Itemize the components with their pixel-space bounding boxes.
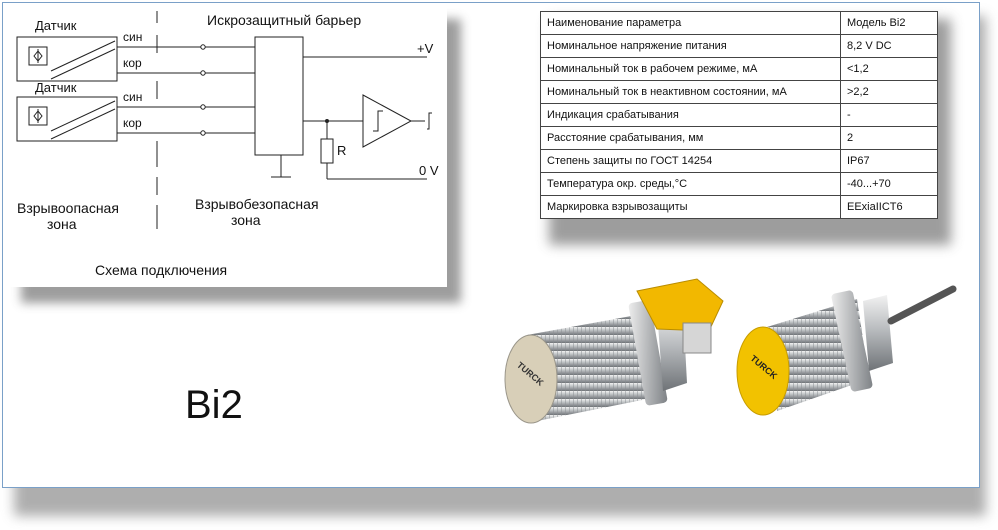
barrier-label: Искрозащитный барьер <box>207 12 361 28</box>
sensor1-label: Датчик <box>35 18 77 33</box>
param-value: >2,2 <box>840 80 938 104</box>
param-name: Номинальный ток в рабочем режиме, мА <box>540 57 841 81</box>
sensor1-wire-a: син <box>123 30 142 44</box>
slide: Датчик Датчик син кор син кор <box>2 2 980 488</box>
param-value: 8,2 V DC <box>840 34 938 58</box>
sensor1-symbol <box>33 49 43 63</box>
sensor2-icon <box>28 106 48 126</box>
left-sensor-face <box>504 334 558 424</box>
sensor2-label: Датчик <box>35 80 77 95</box>
connector-plug <box>682 322 712 354</box>
hazard-zone-line2: зона <box>47 216 77 232</box>
param-name: Расстояние срабатывания, мм <box>540 126 841 150</box>
sensor2-box <box>16 96 118 142</box>
right-sensor-face <box>736 326 790 416</box>
table-row: Номинальный ток в неактивном состоянии, … <box>540 80 938 104</box>
sensor2-wire-b: кор <box>123 116 142 130</box>
hazard-zone-line1: Взрывоопасная <box>17 200 119 216</box>
sensor1-box <box>16 36 118 82</box>
right-sensor-cable <box>887 285 957 325</box>
v-plus-label: +V <box>417 41 434 56</box>
right-sensor-nut <box>831 290 873 392</box>
sensor2-symbol <box>33 109 43 123</box>
param-value: <1,2 <box>840 57 938 81</box>
sensor1-diag2 <box>50 48 116 80</box>
param-value: IP67 <box>840 149 938 173</box>
barrier-box <box>254 36 304 156</box>
model-label: Bi2 <box>185 383 243 427</box>
connection-diagram: Датчик Датчик син кор син кор <box>7 7 447 287</box>
param-value: - <box>840 103 938 127</box>
sensor2-diag2 <box>50 108 116 140</box>
sensor2-wire-a: син <box>123 90 142 104</box>
sensor1-icon <box>28 46 48 66</box>
schmitt-symbol <box>373 110 383 132</box>
sensor-photo: TURCK TURCK <box>504 278 957 424</box>
table-row: Температура окр. среды,°С-40...+70 <box>540 172 938 196</box>
param-name: Номинальный ток в неактивном состоянии, … <box>540 80 841 104</box>
param-value: EExiaIICT6 <box>840 195 938 219</box>
safe-zone-line1: Взрывобезопасная <box>195 196 319 212</box>
table-row: Номинальный ток в рабочем режиме, мА<1,2 <box>540 57 938 81</box>
amplifier <box>362 94 413 148</box>
param-name: Индикация срабатывания <box>540 103 841 127</box>
param-name: Температура окр. среды,°С <box>540 172 841 196</box>
left-sensor-nut <box>628 300 668 406</box>
sensor1-diag <box>50 40 116 72</box>
junction-dot <box>325 119 329 123</box>
sensor1-wire-b: кор <box>123 56 142 70</box>
sensor2-diag <box>50 100 116 132</box>
diagram-caption: Схема подключения <box>95 262 227 278</box>
right-sensor-tail <box>863 295 893 371</box>
param-name: Номинальное напряжение питания <box>540 34 841 58</box>
table-row: Индикация срабатывания- <box>540 103 938 127</box>
param-value: 2 <box>840 126 938 150</box>
safe-zone-line2: зона <box>231 212 261 228</box>
param-name: Наименование параметра <box>540 11 841 35</box>
param-value: Модель Bi2 <box>840 11 938 35</box>
left-sensor-body <box>527 315 647 421</box>
resistor-label: R <box>337 143 346 158</box>
resistor <box>320 138 334 164</box>
param-value: -40...+70 <box>840 172 938 196</box>
output-symbol <box>427 112 432 130</box>
param-name: Степень защиты по ГОСТ 14254 <box>540 149 841 173</box>
wires <box>117 46 427 180</box>
connector-housing <box>636 278 724 332</box>
diagram-svg: Датчик Датчик син кор син кор <box>16 11 439 278</box>
param-name: Маркировка взрывозащиты <box>540 195 841 219</box>
v-zero-label: 0 V <box>419 163 439 178</box>
terminals <box>200 44 206 136</box>
